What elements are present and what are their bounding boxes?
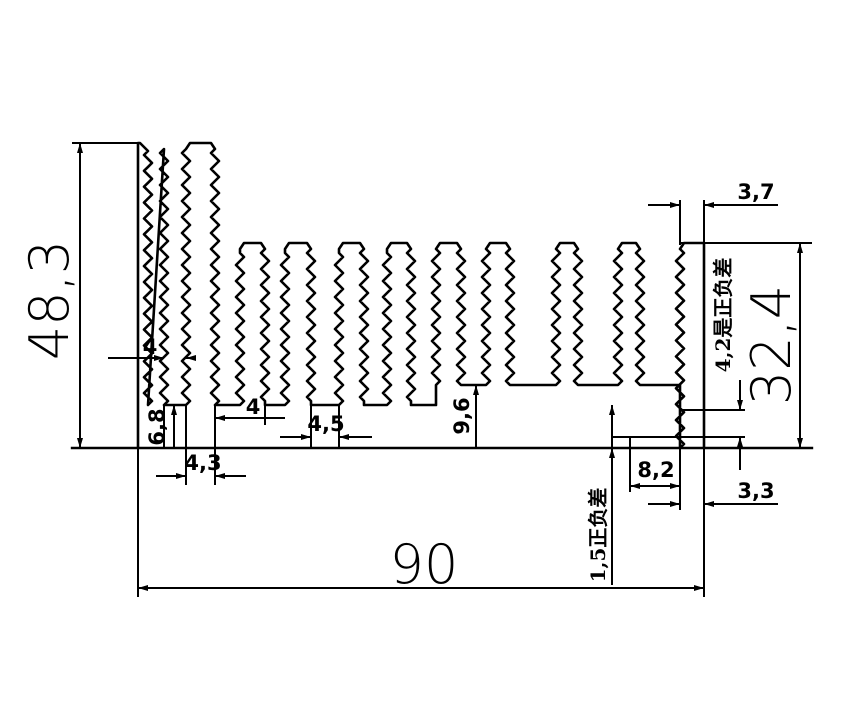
dim-base-height: 9,6 bbox=[450, 397, 474, 434]
dim-fin-gap-left: 4 bbox=[143, 335, 158, 359]
fin-profile-path bbox=[136, 141, 706, 450]
dim-overall-width: 90 bbox=[390, 533, 459, 596]
extension-lines bbox=[72, 142, 812, 597]
dim-right-block-height: 32,4 bbox=[740, 285, 803, 405]
dim-right-gap: 8,2 bbox=[637, 458, 674, 482]
dim-fin-thickness: 4,3 bbox=[184, 451, 221, 475]
tolerance-base-vertical: 1,5正负差 bbox=[586, 488, 610, 583]
tolerance-right-vertical: 4,2是正负差 bbox=[711, 258, 735, 373]
dim-right-wall: 3,3 bbox=[737, 479, 774, 503]
dim-top-right-width: 3,7 bbox=[737, 180, 774, 204]
dim-base-step: 6,8 bbox=[145, 408, 169, 445]
dim-fin-gap-mid: 4 bbox=[246, 395, 261, 419]
profile-outline bbox=[136, 141, 706, 450]
dimension-lines bbox=[77, 143, 803, 591]
dim-overall-height: 48,3 bbox=[18, 240, 81, 360]
dim-fin-gap-45: 4,5 bbox=[307, 412, 344, 436]
